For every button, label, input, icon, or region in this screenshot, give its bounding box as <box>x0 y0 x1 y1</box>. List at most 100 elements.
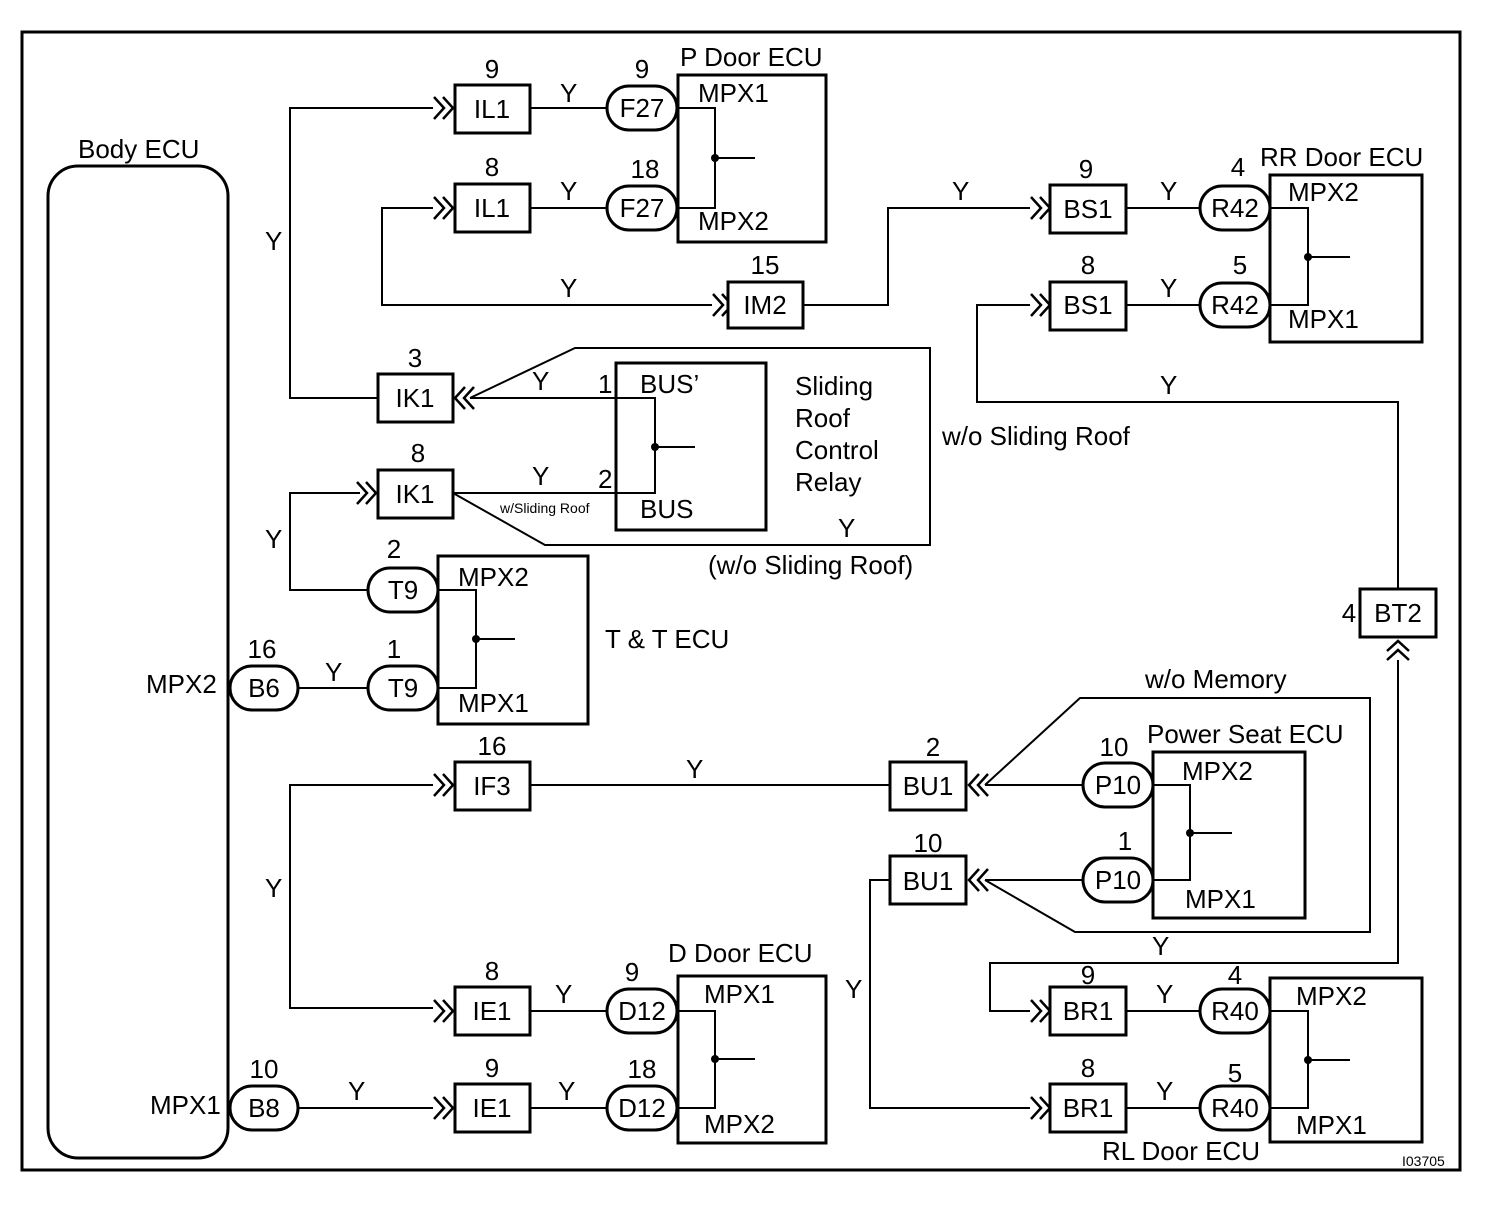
svg-text:IE1: IE1 <box>472 996 511 1026</box>
connector-im2-15: IM2 15 <box>726 250 805 330</box>
svg-text:4: 4 <box>1342 598 1356 628</box>
svg-text:B8: B8 <box>248 1093 280 1123</box>
svg-text:R40: R40 <box>1211 996 1259 1026</box>
wire-color-labels: Y Y Y Y Y Y Y Y Y Y Y Y Y Y Y Y Y Y Y Y … <box>265 78 1177 1106</box>
svg-text:IL1: IL1 <box>474 94 510 124</box>
svg-text:Y: Y <box>532 461 549 491</box>
relay-label-line3: Control <box>795 435 879 465</box>
svg-text:1: 1 <box>1118 826 1132 856</box>
p-door-ecu: P Door ECU MPX1 MPX2 <box>676 42 828 244</box>
d-door-ecu: D Door ECU MPX1 MPX2 <box>668 938 828 1145</box>
svg-text:9: 9 <box>1079 154 1093 184</box>
d-door-mpx2: MPX2 <box>704 1109 775 1139</box>
svg-text:18: 18 <box>631 154 660 184</box>
connector-bu1-10: BU1 10 <box>888 828 968 906</box>
connector-if3-16: IF3 16 <box>453 731 532 812</box>
connector-r42-5: R42 5 <box>1198 250 1272 329</box>
wires <box>289 107 1399 1109</box>
connector-br1-8: BR1 8 <box>1048 1053 1128 1134</box>
svg-text:Y: Y <box>1156 979 1173 1009</box>
svg-text:Y: Y <box>845 974 862 1004</box>
svg-text:BS1: BS1 <box>1063 194 1112 224</box>
svg-text:IE1: IE1 <box>472 1093 511 1123</box>
rr-door-mpx1: MPX1 <box>1288 304 1359 334</box>
diagram-frame <box>20 30 1462 1172</box>
rl-door-ecu-label: RL Door ECU <box>1102 1136 1260 1166</box>
note-wo-sliding-roof: w/o Sliding Roof <box>941 421 1131 451</box>
connector-br1-9: BR1 9 <box>1048 960 1128 1037</box>
rr-door-ecu: RR Door ECU MPX2 MPX1 <box>1260 142 1424 344</box>
connector-f27-18: F27 18 <box>605 154 679 232</box>
svg-text:BS1: BS1 <box>1063 290 1112 320</box>
connector-il1-8: IL1 8 <box>453 152 532 234</box>
svg-text:16: 16 <box>478 731 507 761</box>
svg-text:IL1: IL1 <box>474 193 510 223</box>
relay-pin-2: 2 <box>598 464 612 494</box>
body-ecu-label: Body ECU <box>78 134 199 164</box>
connector-r40-4: R40 4 <box>1198 960 1272 1035</box>
connector-r40-5: R40 5 <box>1198 1058 1272 1132</box>
p-door-ecu-label: P Door ECU <box>680 42 823 72</box>
svg-text:Y: Y <box>265 524 282 554</box>
connector-r42-4: R42 4 <box>1198 152 1272 232</box>
svg-text:Y: Y <box>348 1076 365 1106</box>
svg-text:Y: Y <box>1160 370 1177 400</box>
svg-text:15: 15 <box>751 250 780 280</box>
power-seat-ecu-label: Power Seat ECU <box>1147 719 1344 749</box>
relay-bus: BUS <box>640 494 693 524</box>
sliding-roof-relay: BUS’ BUS Sliding Roof Control Relay <box>614 361 879 532</box>
rl-door-ecu: MPX2 MPX1 RL Door ECU <box>1102 976 1424 1166</box>
power-seat-ecu: Power Seat ECU MPX2 MPX1 <box>1147 719 1344 920</box>
connector-d12-18: D12 18 <box>605 1054 679 1132</box>
connector-b6-16: B6 16 <box>228 634 300 712</box>
svg-text:R40: R40 <box>1211 1093 1259 1123</box>
svg-text:BT2: BT2 <box>1374 598 1422 628</box>
svg-text:BU1: BU1 <box>903 771 954 801</box>
svg-text:T9: T9 <box>388 673 418 703</box>
connector-t9-2: T9 2 <box>366 534 440 614</box>
connector-ik1-3: IK1 3 <box>376 343 455 424</box>
svg-text:Y: Y <box>1156 1076 1173 1106</box>
svg-text:F27: F27 <box>620 93 665 123</box>
svg-text:IK1: IK1 <box>395 383 434 413</box>
svg-text:5: 5 <box>1233 250 1247 280</box>
connector-ie1-8: IE1 8 <box>453 956 532 1037</box>
note-wo-memory: w/o Memory <box>1144 664 1287 694</box>
svg-text:Y: Y <box>325 657 342 687</box>
body-ecu-box <box>46 164 230 1160</box>
svg-text:B6: B6 <box>248 673 280 703</box>
connector-t9-1: T9 1 <box>366 634 440 712</box>
svg-text:F27: F27 <box>620 193 665 223</box>
tt-ecu: MPX2 MPX1 T & T ECU <box>436 554 729 726</box>
svg-text:8: 8 <box>1081 250 1095 280</box>
body-mpx1-label: MPX1 <box>150 1090 221 1120</box>
connector-ik1-8: IK1 8 <box>376 438 455 520</box>
svg-text:4: 4 <box>1231 152 1245 182</box>
svg-text:8: 8 <box>1081 1053 1095 1083</box>
svg-text:D12: D12 <box>618 996 666 1026</box>
svg-text:10: 10 <box>1100 732 1129 762</box>
svg-text:T9: T9 <box>388 575 418 605</box>
note-wo-sliding-roof-paren: (w/o Sliding Roof) <box>708 550 913 580</box>
connector-il1-9: IL1 9 <box>453 54 532 135</box>
svg-text:9: 9 <box>485 1053 499 1083</box>
svg-text:BR1: BR1 <box>1063 1093 1114 1123</box>
d-door-mpx1: MPX1 <box>704 979 775 1009</box>
svg-text:Y: Y <box>555 979 572 1009</box>
connector-p10-1: P10 1 <box>1081 826 1155 904</box>
svg-text:3: 3 <box>408 343 422 373</box>
p-door-mpx1: MPX1 <box>698 78 769 108</box>
connector-d12-9: D12 9 <box>605 957 679 1035</box>
connector-chevrons <box>355 95 1411 1121</box>
relay-label-line4: Relay <box>795 467 861 497</box>
svg-text:R42: R42 <box>1211 193 1259 223</box>
svg-text:9: 9 <box>1081 960 1095 990</box>
svg-text:2: 2 <box>387 534 401 564</box>
tt-mpx1: MPX1 <box>458 688 529 718</box>
svg-text:P10: P10 <box>1095 770 1141 800</box>
svg-text:8: 8 <box>485 956 499 986</box>
svg-text:8: 8 <box>485 152 499 182</box>
rr-door-mpx2: MPX2 <box>1288 177 1359 207</box>
svg-text:Y: Y <box>560 78 577 108</box>
